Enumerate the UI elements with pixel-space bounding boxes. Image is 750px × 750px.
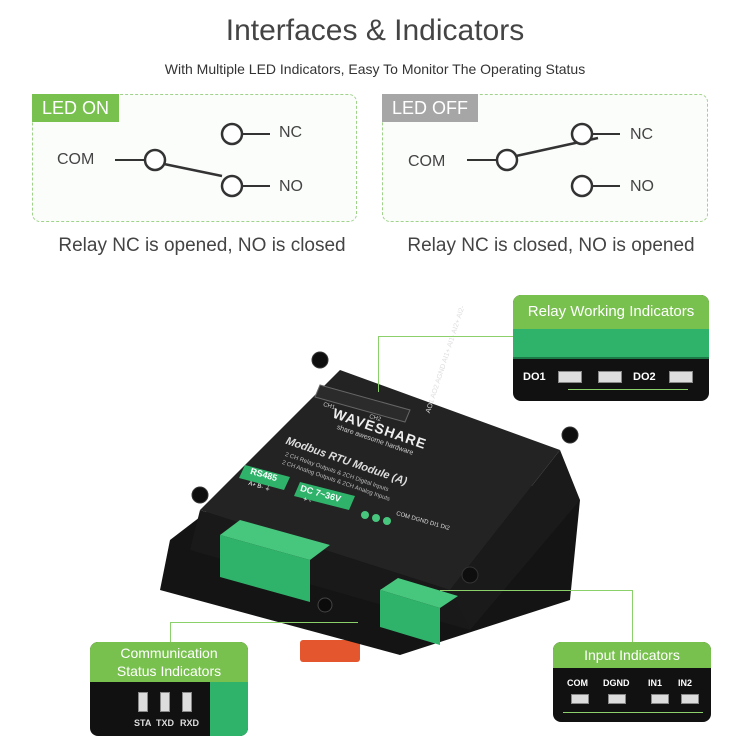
comm-indicator-title-line1: Communication: [120, 645, 218, 661]
rxd-led-icon: [182, 692, 192, 712]
sta-label: STA: [134, 718, 152, 728]
input-led-1-icon: [571, 694, 589, 704]
led-off-nc-label: NC: [630, 126, 654, 143]
input-in1-label: IN1: [648, 678, 663, 688]
relay-callout-lead-v: [378, 336, 379, 392]
comm-indicator-labels: STA TXD RXD: [90, 682, 248, 736]
rxd-label: RXD: [180, 718, 200, 728]
input-in2-label: IN2: [678, 678, 693, 688]
led-on-tag: LED ON: [32, 94, 120, 122]
input-indicator-title: Input Indicators: [553, 642, 711, 668]
do1-led-icon: [558, 371, 582, 383]
txd-led-icon: [160, 692, 170, 712]
analog-pin-ai2p: AI2+: [450, 318, 462, 335]
input-indicator-pointer: [563, 712, 703, 713]
comm-terminal-block: [210, 682, 248, 736]
relay-indicator-pointer: [568, 389, 688, 390]
txd-label: TXD: [156, 718, 174, 728]
relay-callout-lead-h: [378, 336, 513, 337]
input-led-3-icon: [651, 694, 669, 704]
led-off-tag: LED OFF: [382, 94, 479, 122]
page-subtitle: With Multiple LED Indicators, Easy To Mo…: [164, 61, 586, 77]
middle-led-icon: [598, 371, 622, 383]
led-on-nc-label: NC: [279, 124, 303, 141]
do2-label: DO2: [633, 371, 656, 383]
input-indicator-labels: COM DGND IN1 IN2: [553, 668, 711, 722]
input-callout-lead-v: [632, 590, 633, 642]
led-off-com-label: COM: [408, 153, 446, 170]
sta-led-icon: [138, 692, 148, 712]
input-com-label: COM: [567, 678, 588, 688]
comm-indicator-card: Communication Status Indicators STA TXD …: [90, 642, 248, 736]
comm-indicator-title: Communication Status Indicators: [90, 642, 248, 682]
comm-callout-lead-h: [170, 622, 358, 623]
led-off-no-label: NO: [630, 178, 654, 195]
led-on-switch-diagram: [115, 122, 270, 198]
input-led-2-icon: [608, 694, 626, 704]
led-on-caption: Relay NC is opened, NO is closed: [58, 235, 346, 256]
relay-indicator-title: Relay Working Indicators: [513, 295, 709, 329]
relay-terminal-strip: [513, 329, 709, 359]
input-callout-lead-h: [440, 590, 632, 591]
led-off-switch-diagram: [467, 122, 620, 198]
led-off-caption: Relay NC is closed, NO is opened: [407, 235, 695, 256]
analog-pin-ai2n: AI2-: [455, 304, 467, 320]
do2-led-icon: [669, 371, 693, 383]
modbus-module-illustration: [160, 351, 580, 662]
relay-indicator-card: Relay Working Indicators DO1 DO2: [513, 295, 709, 401]
page-title: Interfaces & Indicators: [225, 14, 525, 47]
input-dgnd-label: DGND: [603, 678, 630, 688]
input-indicator-card: Input Indicators COM DGND IN1 IN2: [553, 642, 711, 722]
led-on-com-label: COM: [57, 151, 95, 168]
comm-callout-lead-v: [170, 622, 171, 642]
led-on-no-label: NO: [279, 178, 303, 195]
do1-label: DO1: [523, 371, 546, 383]
comm-indicator-title-line2: Status Indicators: [116, 663, 222, 679]
input-led-4-icon: [681, 694, 699, 704]
relay-indicator-labels: DO1 DO2: [513, 359, 709, 401]
